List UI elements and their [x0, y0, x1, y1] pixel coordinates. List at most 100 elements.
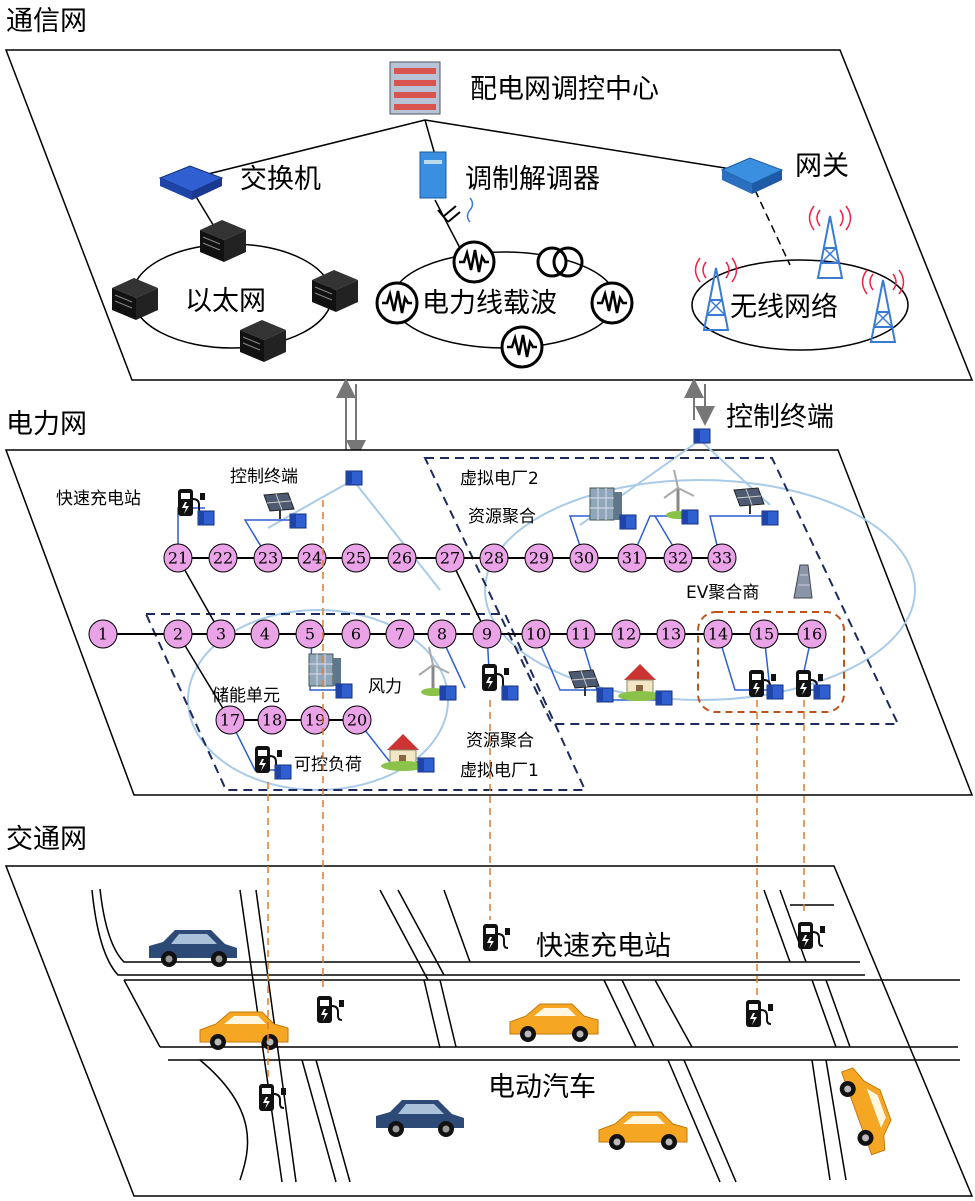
svg-text:3: 3 [216, 625, 226, 644]
node-19: 19 [300, 705, 330, 735]
node-10: 10 [521, 619, 551, 649]
ethernet-label: 以太网 [185, 286, 266, 317]
svg-text:8: 8 [437, 625, 447, 644]
svg-text:14: 14 [708, 625, 728, 644]
node-15: 15 [749, 619, 779, 649]
control-terminal-icon [681, 509, 699, 525]
node-4: 4 [250, 619, 280, 649]
svg-text:28: 28 [484, 549, 504, 568]
node-24: 24 [297, 543, 327, 573]
capacitor-icon [437, 197, 474, 223]
tie-21-3 [177, 557, 222, 635]
svg-text:24: 24 [302, 549, 322, 568]
control-terminal-icon [813, 684, 831, 700]
layer-title-power: 电力网 [6, 409, 87, 440]
svg-text:21: 21 [168, 549, 188, 568]
node-28: 28 [479, 543, 509, 573]
ev-label: 电动汽车 [488, 1072, 596, 1103]
control-center-label: 配电网调控中心 [470, 74, 659, 105]
node-6: 6 [341, 619, 371, 649]
node-13: 13 [656, 619, 686, 649]
node-30: 30 [569, 543, 599, 573]
node-22: 22 [208, 543, 238, 573]
svg-text:25: 25 [346, 549, 366, 568]
control-terminal-icon [761, 510, 779, 526]
modem-icon [419, 151, 447, 199]
node-31: 31 [617, 543, 647, 573]
vpp1-title: 虚拟电厂1 [460, 761, 539, 781]
waveform-icon [452, 240, 496, 284]
wireless-label: 无线网络 [730, 292, 838, 323]
controllable-load-label: 可控负荷 [294, 755, 362, 775]
traffic-plane [4, 865, 974, 1197]
fast-station-traffic-label: 快速充电站 [536, 931, 671, 962]
control-terminal-left-label: 控制终端 [230, 467, 298, 487]
control-terminal-icon [335, 683, 353, 699]
node-14: 14 [703, 619, 733, 649]
svg-text:27: 27 [440, 549, 460, 568]
control-terminal-icon [417, 757, 435, 773]
wireless-ring [691, 259, 909, 351]
control-terminal-icon [693, 428, 711, 444]
waveform-icon [375, 281, 419, 325]
svg-text:33: 33 [712, 549, 732, 568]
node-29: 29 [524, 543, 554, 573]
fast-station-power-label: 快速充电站 [56, 489, 141, 509]
gateway-label: 网关 [795, 151, 849, 182]
power-traffic-links [267, 500, 805, 1080]
svg-text:32: 32 [668, 549, 688, 568]
ev-aggregator-label: EV聚合商 [686, 583, 759, 603]
ev-aggregator-icon [793, 564, 813, 599]
node-17: 17 [215, 705, 245, 735]
svg-text:4: 4 [260, 625, 270, 644]
svg-text:26: 26 [392, 549, 412, 568]
node-27: 27 [435, 543, 465, 573]
waveform-icon [500, 325, 544, 369]
control-terminal-icon [596, 687, 614, 703]
storage-building-icon [308, 653, 342, 687]
comm-power-arrows-right [684, 378, 715, 426]
tie-2-17 [177, 633, 231, 721]
node-1: 1 [88, 619, 118, 649]
vpp2-box [423, 457, 900, 725]
svg-text:18: 18 [262, 711, 282, 730]
control-terminal-icon [766, 684, 784, 700]
gateway-icon [720, 157, 784, 194]
server-rack-icon [389, 61, 441, 115]
svg-text:13: 13 [661, 625, 681, 644]
control-terminal-right-label: 控制终端 [726, 402, 834, 433]
svg-text:16: 16 [802, 625, 822, 644]
node-16: 16 [797, 619, 827, 649]
svg-text:2: 2 [173, 625, 183, 644]
svg-text:10: 10 [526, 625, 546, 644]
transformer-icon [536, 246, 584, 278]
control-terminal-icon [289, 513, 307, 529]
layer-title-traffic: 交通网 [6, 824, 87, 855]
node-23: 23 [253, 543, 283, 573]
control-terminal-icon [439, 685, 457, 701]
svg-text:5: 5 [305, 625, 315, 644]
node-26: 26 [387, 543, 417, 573]
wind-label: 风力 [368, 677, 402, 697]
svg-text:6: 6 [351, 625, 361, 644]
control-terminal-icon [501, 685, 519, 701]
node-12: 12 [611, 619, 641, 649]
svg-text:11: 11 [571, 625, 591, 644]
vpp2-title: 虚拟电厂2 [460, 469, 539, 489]
node-9: 9 [472, 619, 502, 649]
vpp1-box [144, 613, 587, 791]
storage-building-icon [589, 487, 623, 521]
node-20: 20 [342, 705, 372, 735]
svg-text:17: 17 [220, 711, 240, 730]
node-18: 18 [257, 705, 287, 735]
layer-title-comm: 通信网 [6, 6, 87, 37]
svg-text:12: 12 [616, 625, 636, 644]
node-8: 8 [427, 619, 457, 649]
svg-text:23: 23 [258, 549, 278, 568]
control-terminal-icon [619, 514, 637, 530]
control-terminal-icon [655, 690, 673, 706]
comm-plane [4, 49, 974, 381]
svg-text:9: 9 [482, 625, 492, 644]
node-5: 5 [295, 619, 325, 649]
